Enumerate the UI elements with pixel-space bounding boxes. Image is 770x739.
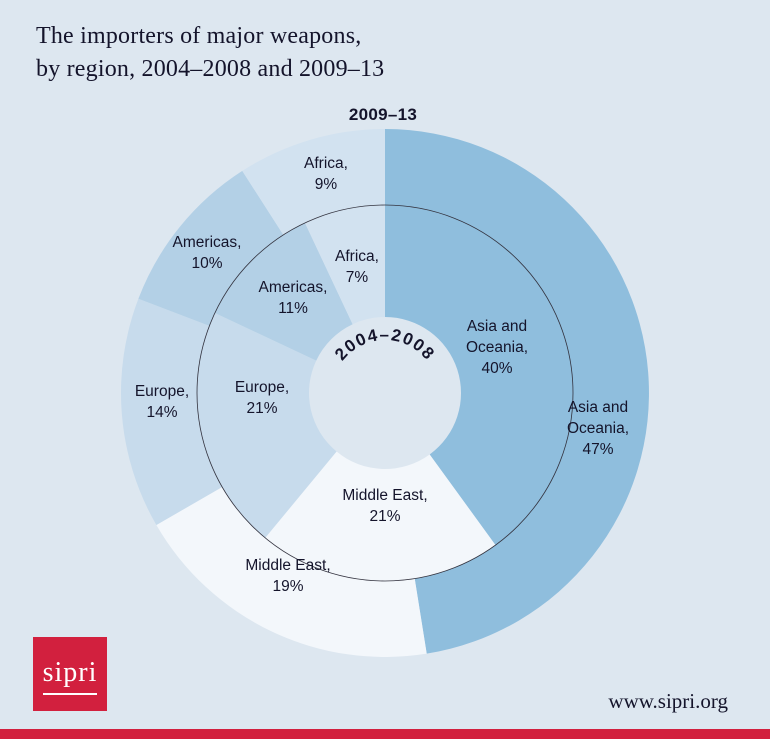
outer-segment-middle-east	[156, 487, 427, 657]
outer-label-europe: Europe,14%	[135, 383, 189, 421]
inner-segment-europe	[196, 312, 337, 538]
outer-label-americas: Americas,10%	[173, 234, 242, 272]
inner-segment-americas	[214, 222, 353, 361]
inner-label-middle-east: Middle East,21%	[342, 487, 427, 525]
chart-title-line-2: by region, 2004–2008 and 2009–13	[36, 56, 385, 82]
inner-label-africa: Africa,7%	[335, 248, 379, 286]
inner-segment-middle-east	[265, 451, 496, 582]
bottom-bar	[0, 729, 770, 739]
inner-label-europe: Europe,21%	[235, 379, 289, 417]
chart-title: The importers of major weapons, by regio…	[36, 20, 384, 86]
outer-label-middle-east: Middle East,19%	[245, 557, 330, 595]
sipri-logo-underline	[43, 693, 97, 695]
inner-ring-period-label: 2004–2008	[331, 325, 439, 364]
chart-title-line-1: The importers of major weapons,	[36, 23, 362, 49]
outer-segment-europe	[120, 298, 223, 525]
outer-segment-americas	[138, 170, 284, 326]
ring-divider-circle	[196, 204, 574, 582]
sipri-logo: sipri	[33, 637, 107, 711]
outer-segment-asia-and-oceania	[385, 129, 649, 654]
outer-label-africa: Africa,9%	[304, 155, 348, 193]
inner-segment-asia-and-oceania	[385, 205, 574, 546]
inner-segment-africa	[304, 205, 385, 325]
footer-url[interactable]: www.sipri.org	[608, 689, 728, 713]
sipri-logo-text: sipri	[42, 657, 98, 688]
inner-label-americas: Americas,11%	[259, 279, 328, 317]
outer-ring-period-label: 2009–13	[348, 105, 418, 124]
